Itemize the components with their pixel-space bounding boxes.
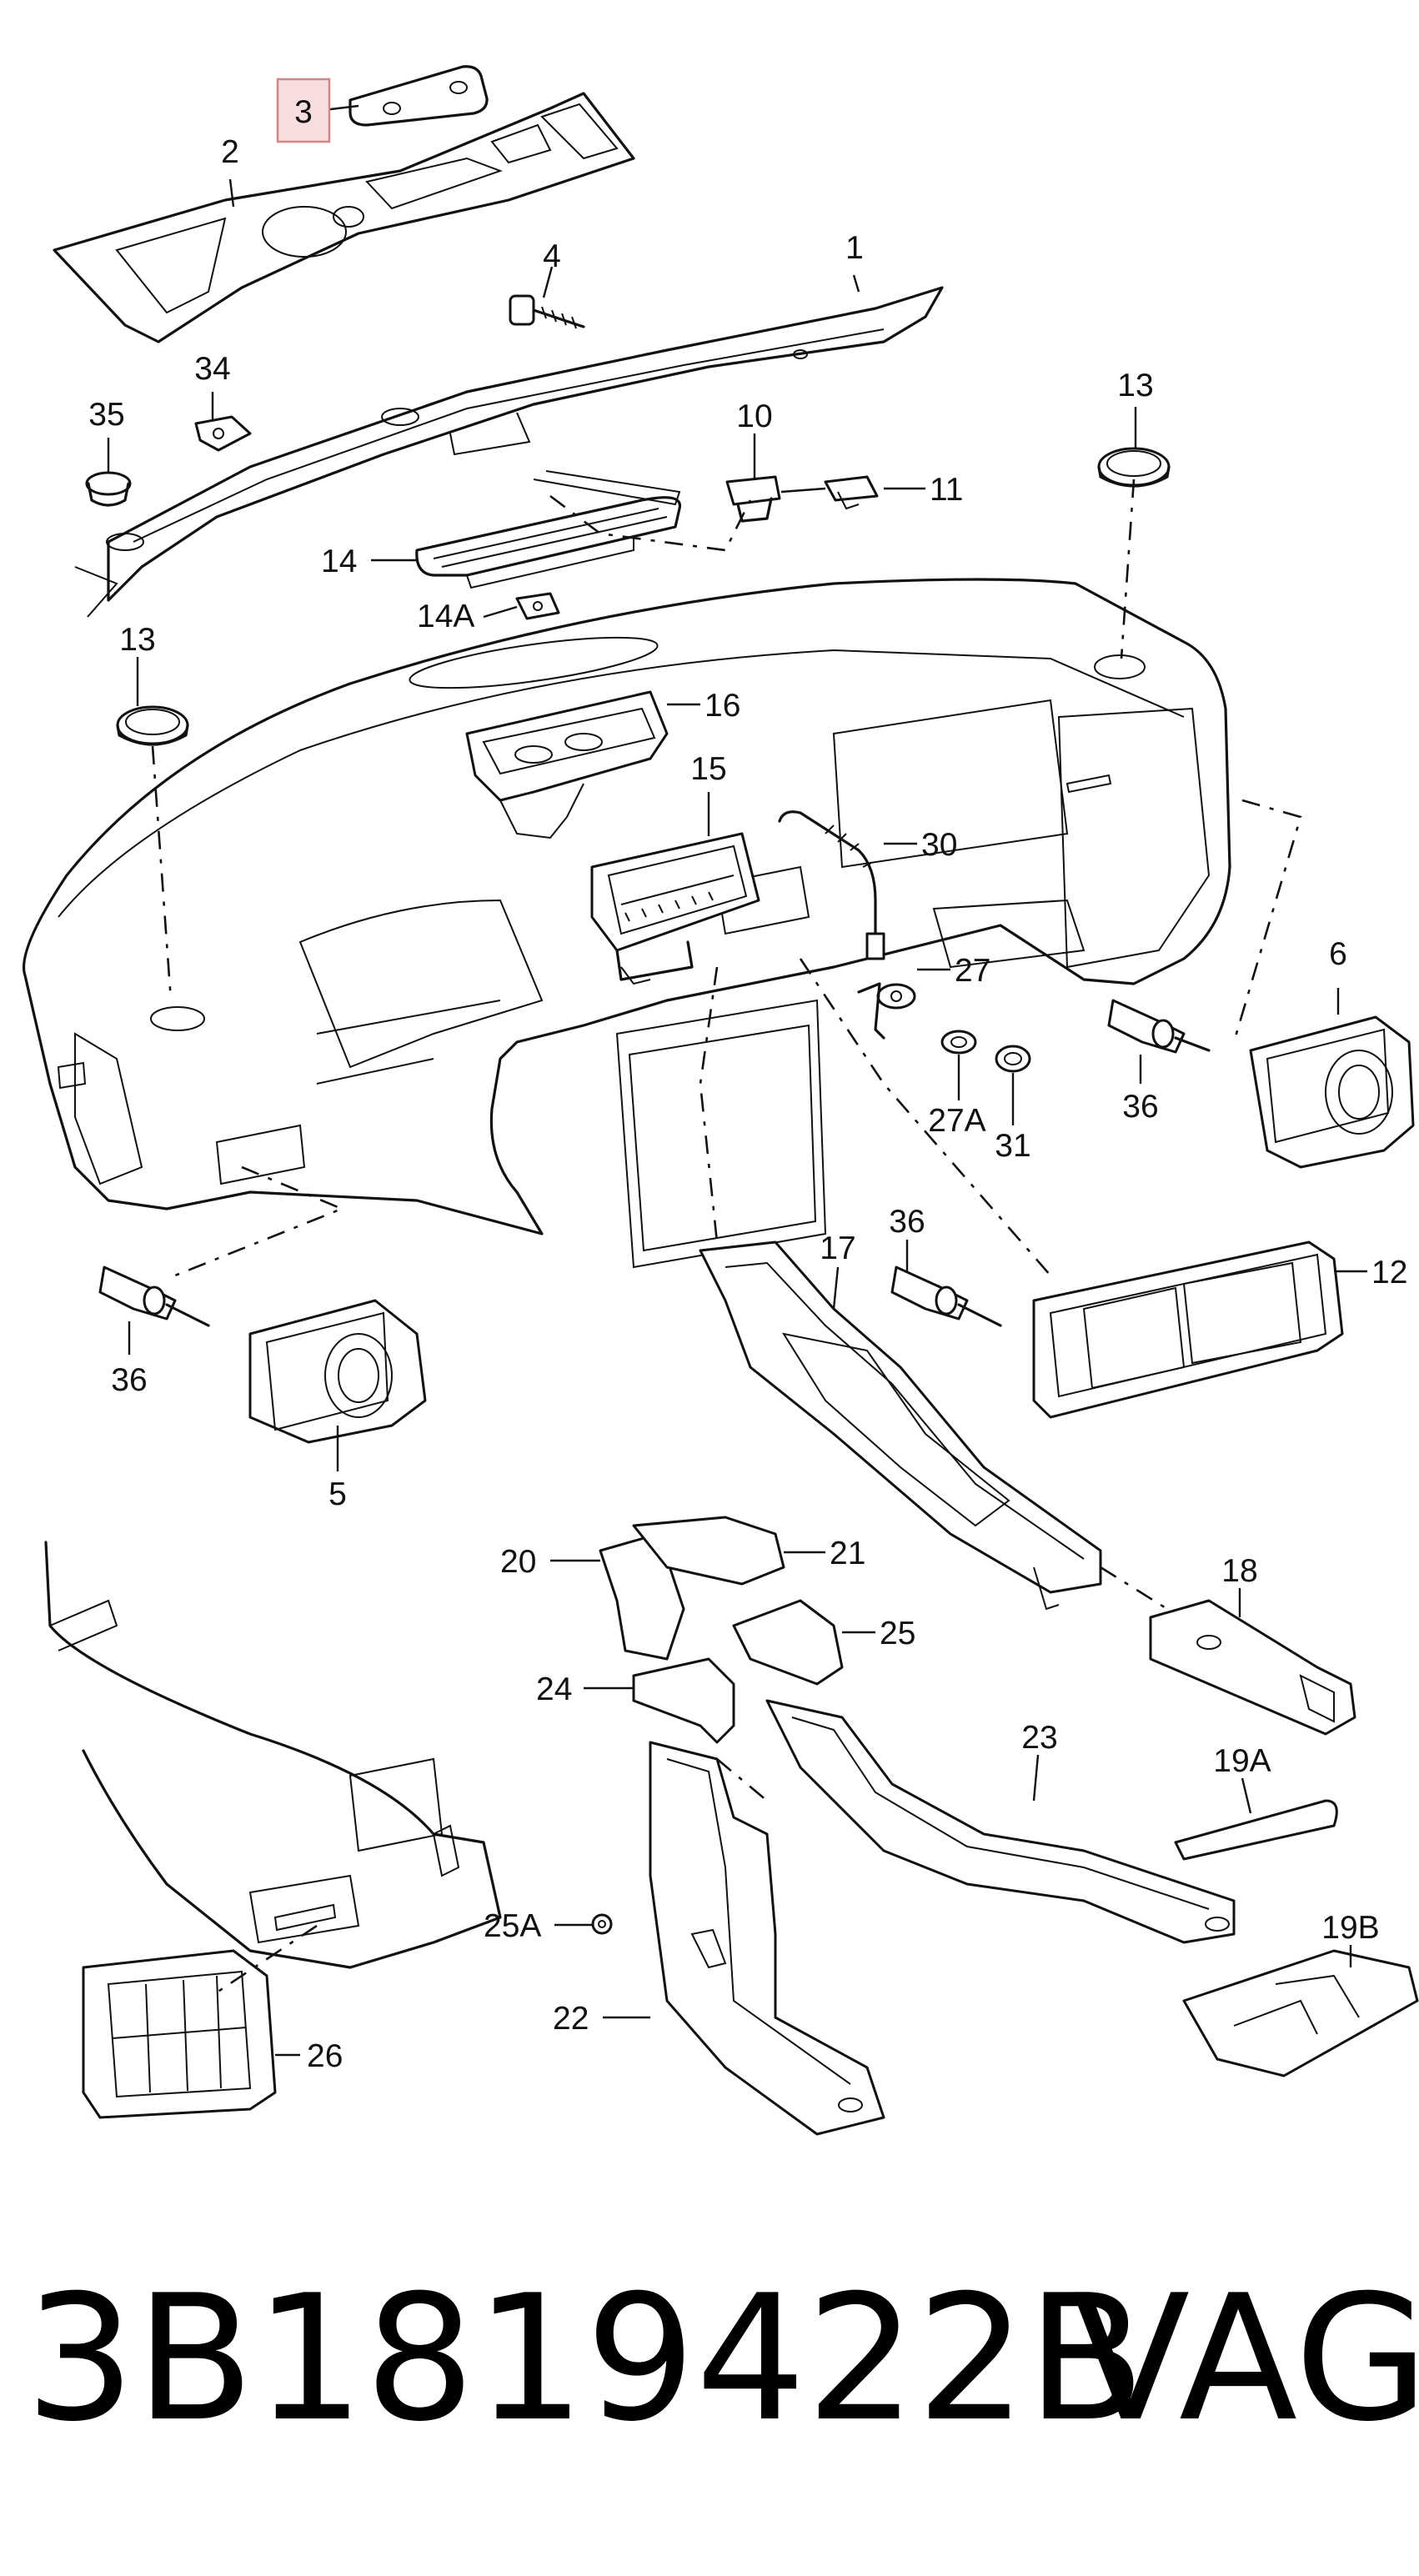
rear-console: [44, 1541, 502, 1969]
callout-22: 22: [553, 2001, 589, 2037]
part-36-actuator-center: [890, 1265, 1002, 1327]
callout-15: 15: [690, 751, 726, 787]
callout-14: 14: [321, 544, 357, 579]
dashboard-main: [23, 578, 1231, 1269]
part-number: 3B1819422B: [25, 2258, 1146, 2460]
callout-34: 34: [194, 351, 230, 387]
part-13-speaker-grille-left: [116, 705, 189, 746]
callout-17: 17: [820, 1230, 855, 1266]
part-13-speaker-grille-right: [1097, 447, 1171, 488]
part-22-floor-duct: [649, 1741, 885, 2136]
callout-19b: 19B: [1321, 1910, 1379, 1946]
part-35-plug: [85, 471, 132, 507]
callout-36-center: 36: [889, 1204, 925, 1240]
part-23-rear-duct: [765, 1699, 1236, 1944]
brand-label: VAG: [1071, 2258, 1419, 2460]
part-26-rear-grille: [82, 1949, 277, 2119]
callout-12: 12: [1371, 1255, 1407, 1291]
callout-30: 30: [921, 827, 957, 863]
part-15-center-vent: [590, 832, 760, 985]
part-25-duct: [732, 1599, 844, 1686]
part-11-connector: [824, 475, 879, 510]
leader-lines: [107, 104, 1367, 2057]
callout-4: 4: [543, 238, 561, 274]
callout-25: 25: [880, 1616, 915, 1651]
part-19a-cover: [1174, 1799, 1338, 1861]
callout-13-right: 13: [1117, 368, 1153, 403]
part-2-upper-trim: [53, 92, 635, 343]
part-5-left-vent: [248, 1299, 427, 1444]
part-1-top-cover: [74, 286, 944, 618]
callout-1: 1: [845, 230, 864, 266]
connector-lines: [151, 479, 1302, 1994]
part-14-center-vent: [415, 470, 681, 589]
callout-27: 27: [955, 953, 990, 989]
part-20-21-ducts: [599, 1516, 785, 1661]
callout-20: 20: [500, 1544, 536, 1580]
callout-26: 26: [307, 2038, 343, 2074]
callout-16: 16: [704, 688, 740, 724]
callout-13-left: 13: [119, 622, 155, 658]
part-27-light: [857, 982, 916, 1040]
callout-31: 31: [995, 1128, 1030, 1164]
part-36-actuator-right: [1107, 999, 1211, 1054]
callout-35: 35: [88, 397, 124, 433]
callout-2: 2: [221, 134, 239, 170]
part-12-center-vent: [1032, 1240, 1344, 1419]
part-4-screw: [509, 294, 585, 329]
callout-36-left: 36: [111, 1362, 147, 1398]
part-24-duct: [632, 1657, 735, 1744]
highlight-box: [276, 78, 331, 143]
callout-21: 21: [830, 1536, 865, 1571]
callout-10: 10: [736, 398, 772, 434]
part-10-switch: [725, 475, 781, 523]
callout-25a: 25A: [484, 1908, 541, 1944]
part-6-right-vent: [1249, 1015, 1415, 1169]
callout-24: 24: [536, 1671, 572, 1707]
callout-18: 18: [1221, 1553, 1257, 1589]
callout-36-right: 36: [1122, 1089, 1158, 1125]
callout-23: 23: [1021, 1720, 1057, 1756]
callout-19a: 19A: [1213, 1743, 1271, 1779]
part-19b-bracket: [1182, 1949, 1419, 2077]
part-3-pad: [348, 65, 489, 127]
part-27a-ring: [940, 1030, 977, 1055]
callout-5: 5: [328, 1476, 347, 1512]
callout-14a: 14A: [417, 599, 474, 634]
part-number-footer: 3B1819422B VAG: [25, 2243, 1419, 2476]
callout-labels: 3 2 1 4 34 35 10 11 13 14 14A 13 16 15 3…: [88, 94, 1407, 2074]
callout-3: 3: [294, 94, 313, 130]
callout-27a: 27A: [928, 1103, 985, 1139]
part-30-light-cable: [778, 810, 885, 960]
callout-6: 6: [1329, 936, 1347, 972]
part-25a-clip: [591, 1913, 613, 1935]
part-14a-clip: [515, 592, 560, 620]
part-31-ring: [995, 1045, 1031, 1073]
part-34-clip: [194, 415, 252, 452]
callout-11: 11: [930, 472, 964, 508]
part-18-duct-end: [1149, 1599, 1356, 1736]
part-36-actuator-left: [98, 1265, 210, 1327]
part-16-defrost-vent: [465, 690, 669, 839]
